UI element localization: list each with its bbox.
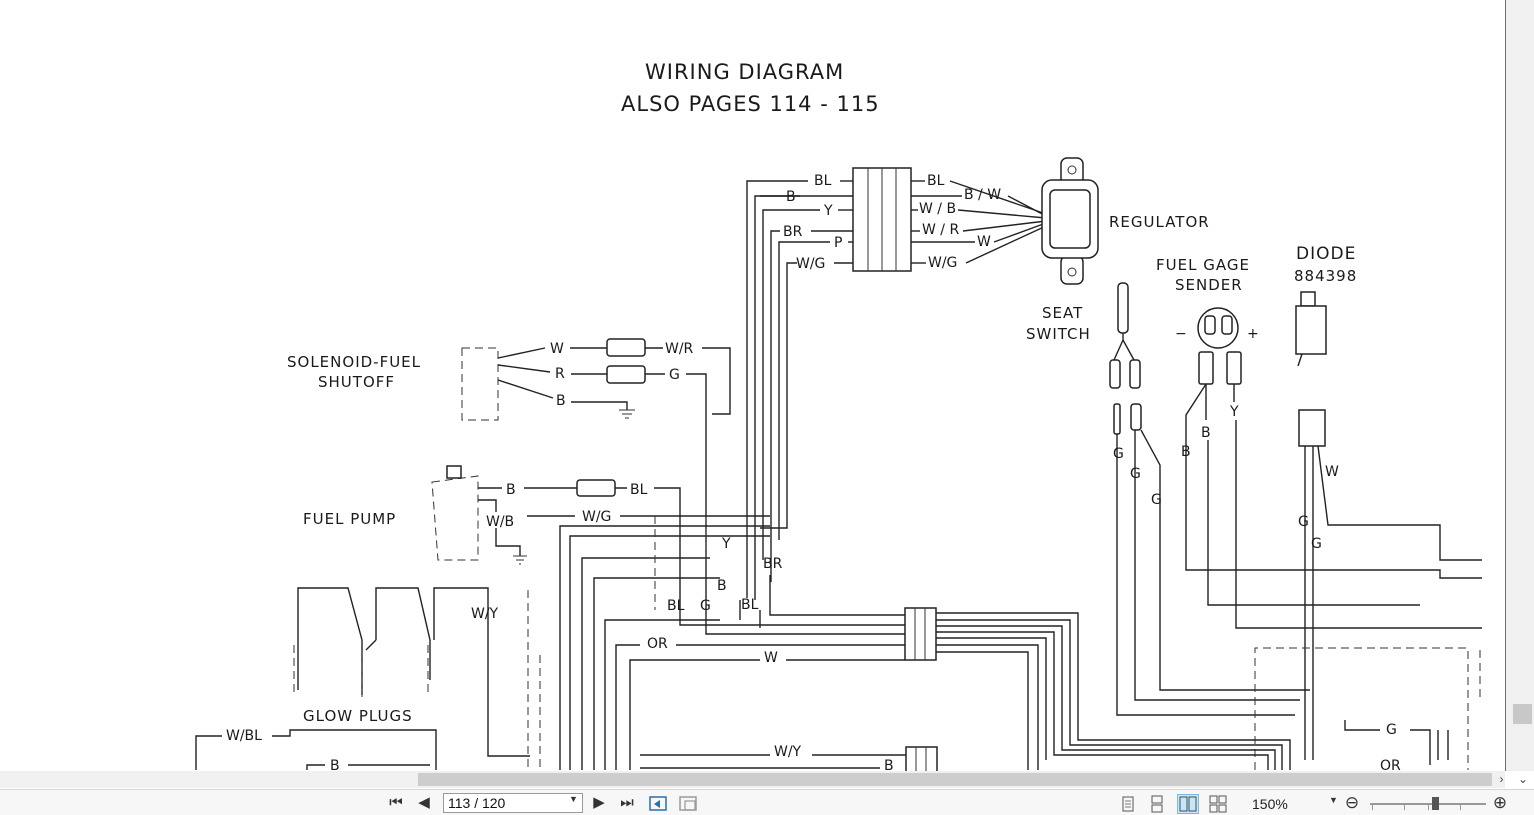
wire-label: B bbox=[1201, 425, 1211, 441]
wire-label: W/G bbox=[928, 255, 957, 271]
wire-label: + bbox=[1247, 326, 1259, 342]
go-forward-icon[interactable] bbox=[678, 795, 700, 813]
wire-label: OR bbox=[1380, 758, 1401, 771]
wire-label: BL bbox=[927, 173, 945, 189]
middle-connector bbox=[904, 607, 937, 661]
wire-label: SOLENOID-FUEL bbox=[287, 353, 421, 371]
wire-label: G bbox=[1113, 446, 1124, 462]
scroll-right-icon[interactable]: › bbox=[1499, 772, 1504, 786]
fuel-pump-symbol bbox=[431, 465, 681, 598]
wire-label: − bbox=[1175, 326, 1187, 342]
wire-label: W/G bbox=[796, 256, 825, 272]
two-page-view-icon[interactable] bbox=[1177, 794, 1199, 814]
wire-label: W / R bbox=[922, 222, 959, 238]
wire-label: B bbox=[717, 578, 727, 594]
scroll-down-icon[interactable]: ⌄ bbox=[1517, 772, 1529, 786]
slider-tick bbox=[1460, 804, 1461, 810]
previous-page-icon[interactable]: ◀ bbox=[418, 794, 430, 811]
slider-tick bbox=[1404, 804, 1405, 810]
wire-label: B bbox=[1181, 444, 1191, 460]
wire-label: BR bbox=[783, 224, 803, 240]
wire-label: W/Y bbox=[471, 606, 499, 622]
bottom-toolbar bbox=[0, 789, 1534, 815]
wire-label: W/B bbox=[486, 514, 514, 530]
wire-label: SEAT bbox=[1042, 304, 1083, 322]
wire-label: W bbox=[550, 341, 564, 357]
wire-label: BL bbox=[741, 597, 759, 613]
wire-label: B bbox=[884, 758, 894, 771]
document-viewport[interactable]: WIRING DIAGRAM ALSO PAGES 114 - 115 BL B… bbox=[0, 0, 1505, 771]
zoom-dropdown-icon[interactable]: ▼ bbox=[1329, 795, 1338, 805]
wire-label: Y bbox=[721, 536, 731, 552]
wire-label: B / W bbox=[964, 187, 1001, 203]
wire-label: W bbox=[977, 234, 991, 250]
wire-label: FUEL PUMP bbox=[303, 510, 396, 528]
wire-label: G bbox=[1386, 722, 1397, 738]
next-page-icon[interactable]: ▶ bbox=[593, 794, 605, 811]
first-page-icon[interactable]: ⏮ bbox=[389, 794, 403, 811]
seat-switch-symbol bbox=[1109, 282, 1310, 716]
wire-label: SWITCH bbox=[1026, 325, 1091, 343]
wire-label: G bbox=[669, 367, 680, 383]
diagram-title: WIRING DIAGRAM bbox=[645, 60, 844, 84]
slider-tick bbox=[1372, 804, 1373, 810]
wire-label: W / B bbox=[919, 201, 956, 217]
wire-label: SHUTOFF bbox=[318, 373, 395, 391]
wire-label: P bbox=[834, 235, 842, 251]
bottom-connector bbox=[905, 746, 938, 771]
wire-label: BL bbox=[630, 482, 648, 498]
regulator-symbol bbox=[1041, 157, 1099, 285]
solenoid-symbol bbox=[461, 338, 731, 600]
wire-label: FUEL GAGE bbox=[1156, 256, 1250, 274]
wire-label: B bbox=[330, 758, 340, 771]
page-number-input[interactable]: 113 / 120 bbox=[443, 793, 583, 813]
wire-label: GLOW PLUGS bbox=[303, 707, 413, 725]
wire-label: W/Y bbox=[774, 744, 802, 760]
go-back-icon[interactable] bbox=[648, 795, 670, 813]
vertical-scroll-thumb[interactable] bbox=[1513, 704, 1532, 724]
wire-label: BL bbox=[814, 173, 832, 189]
wire-label: G bbox=[1151, 492, 1162, 508]
wire-label: G bbox=[1311, 536, 1322, 552]
wire-label: W/G bbox=[582, 509, 611, 525]
diode-symbol bbox=[1295, 291, 1482, 760]
wire-label: B bbox=[506, 482, 516, 498]
wire-label: BR bbox=[763, 556, 783, 572]
zoom-out-icon[interactable]: ⊖ bbox=[1344, 793, 1360, 812]
wire-label: G bbox=[1130, 466, 1141, 482]
wiring-diagram: WIRING DIAGRAM ALSO PAGES 114 - 115 BL B… bbox=[195, 60, 1482, 771]
wire-label: Y bbox=[823, 203, 833, 219]
fuel-gage-sender-symbol bbox=[1185, 307, 1482, 629]
regulator-label: REGULATOR bbox=[1109, 213, 1210, 231]
wire-label: OR bbox=[647, 636, 668, 652]
vertical-scrollbar[interactable] bbox=[1505, 0, 1534, 771]
continuous-view-icon[interactable] bbox=[1147, 795, 1167, 813]
wire-label: W bbox=[1325, 464, 1339, 480]
horizontal-scroll-thumb[interactable] bbox=[418, 773, 1492, 786]
last-page-icon[interactable]: ⏭ bbox=[620, 794, 634, 811]
wire-label: DIODE bbox=[1296, 244, 1356, 264]
wire-label: BL bbox=[667, 598, 685, 614]
diagram-subtitle: ALSO PAGES 114 - 115 bbox=[621, 92, 880, 116]
wire-label: W/BL bbox=[226, 728, 262, 744]
page-dropdown-icon[interactable]: ▼ bbox=[569, 794, 578, 804]
wire-label: W/R bbox=[665, 341, 694, 357]
glow-plugs-symbol bbox=[293, 587, 530, 757]
wire-label: G bbox=[700, 598, 711, 614]
wire-label: 884398 bbox=[1294, 267, 1357, 285]
wire-label: Y bbox=[1229, 404, 1239, 420]
wire-label: W bbox=[764, 650, 778, 666]
wire-label: SENDER bbox=[1175, 276, 1243, 294]
wire-label: B bbox=[556, 393, 566, 409]
zoom-in-icon[interactable]: ⊕ bbox=[1492, 793, 1508, 812]
wire-label: G bbox=[1298, 514, 1309, 530]
slider-tick bbox=[1428, 804, 1429, 810]
zoom-level[interactable]: 150% bbox=[1252, 796, 1288, 812]
single-page-view-icon[interactable] bbox=[1118, 795, 1138, 813]
zoom-slider-thumb[interactable] bbox=[1432, 797, 1439, 810]
top-connector bbox=[852, 167, 912, 272]
two-page-continuous-view-icon[interactable] bbox=[1208, 795, 1228, 813]
wire-label: R bbox=[555, 366, 565, 382]
wire-label: B bbox=[786, 189, 796, 205]
